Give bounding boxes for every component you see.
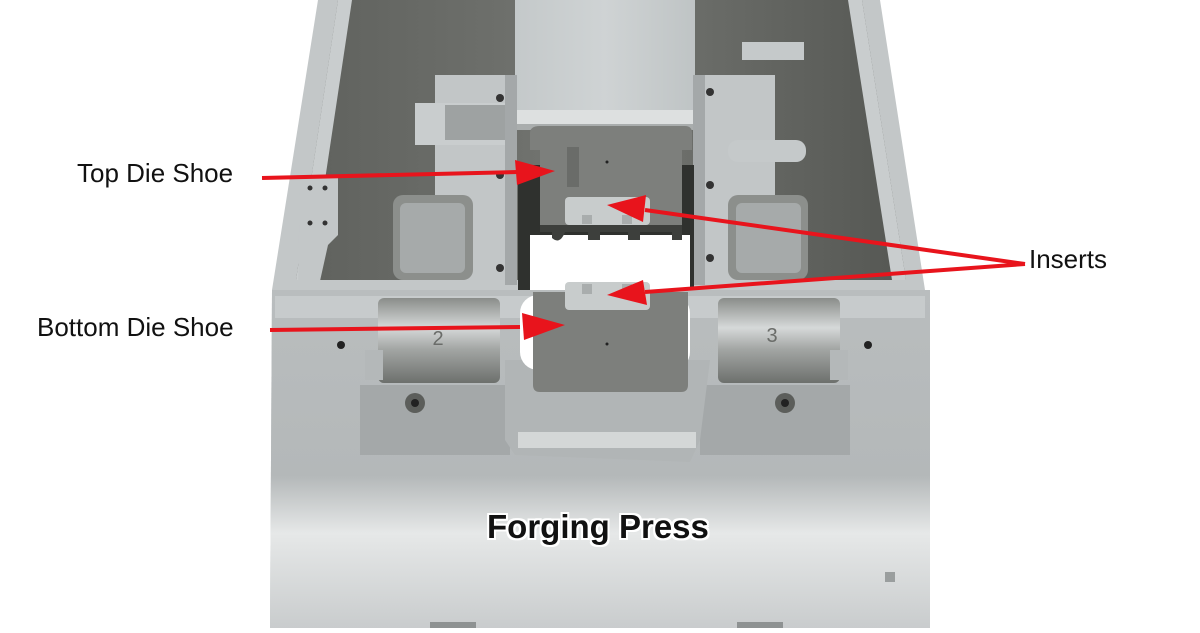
diagram-title: Forging Press <box>487 508 709 545</box>
annotation-arrows <box>261 160 1026 340</box>
bottom-die-shoe-arrow <box>269 325 521 332</box>
die-gap <box>530 235 690 290</box>
label-top-die-shoe: Top Die Shoe <box>77 158 234 188</box>
left-column <box>393 75 517 285</box>
top-die-shoe <box>530 126 692 241</box>
arrowhead-icon <box>607 280 647 305</box>
insert-bottom-arrow <box>644 262 1026 294</box>
station-3-roller <box>718 298 840 383</box>
station-number-2: 2 <box>432 328 443 350</box>
arrowhead-icon <box>522 313 565 340</box>
ram <box>515 0 695 130</box>
top-die-shoe-arrow <box>261 170 519 180</box>
lower-assembly <box>270 282 930 628</box>
arrowhead-icon <box>515 160 555 185</box>
label-bottom-die-shoe: Bottom Die Shoe <box>37 312 234 342</box>
insert-top-arrow <box>644 208 1026 266</box>
arrowhead-icon <box>607 195 646 222</box>
station-2-roller <box>378 298 500 383</box>
label-inserts: Inserts <box>1029 244 1108 274</box>
station-number-3: 3 <box>766 325 777 347</box>
right-column <box>693 42 808 285</box>
